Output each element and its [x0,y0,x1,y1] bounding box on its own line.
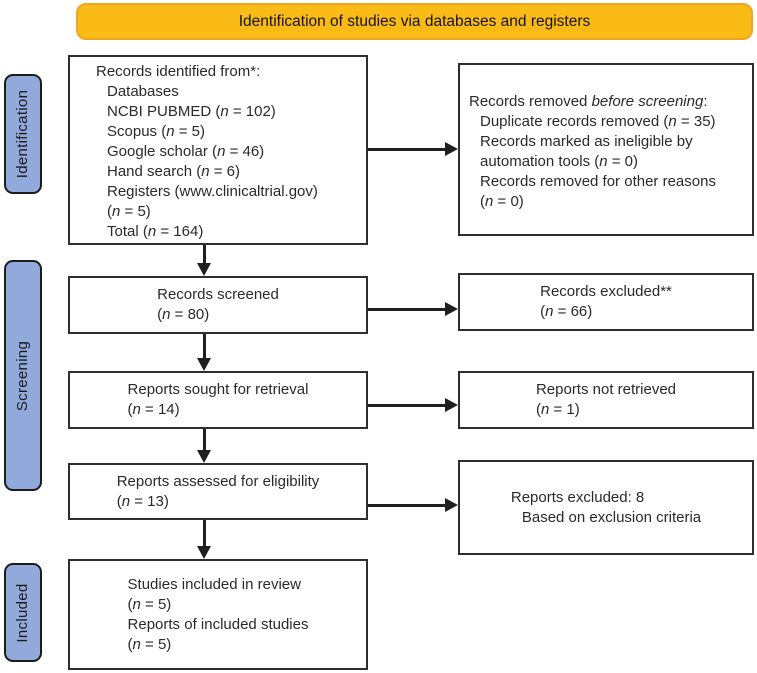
arrow-line [203,429,206,451]
box-line: Reports sought for retrieval [127,381,309,398]
stage-identification: Identification [4,74,42,194]
banner-title: Identification of studies via databases … [76,3,753,40]
box-line: automation tools (n = 0) [480,153,639,170]
box-line: Based on exclusion criteria [521,508,702,526]
arrow-line [368,148,445,151]
banner-title-label: Identification of studies via databases … [238,12,591,30]
box-line: Duplicate records removed (n = 35) [480,113,716,130]
box-line: (n = 5) [127,635,172,653]
box-line: (n = 13) [116,492,169,510]
box-line: (n = 0) [480,193,524,210]
box-studies-included-text: Studies included in review (n = 5) Reports… [128,575,309,655]
arrow-head [197,358,211,371]
box-reports-assessed-text: Reports assessed for eligibility (n = 13) [117,472,320,512]
arrow-head [197,546,211,559]
box-reports-not-retrieved-text: Reports not retrieved (n = 1) [536,380,676,420]
box-line: (n = 5) [127,595,172,613]
box-line: (n = 66) [540,303,593,320]
box-reports-sought-text: Reports sought for retrieval (n = 14) [128,380,309,420]
box-line: Registers (www.clinicaltrial.gov) [107,183,318,200]
box-line: Databases [107,83,179,100]
stage-included-label: Included [14,582,31,643]
box-line: (n = 80) [157,306,210,323]
box-line: (n = 1) [535,401,580,418]
box-records-excluded-text: Records excluded** (n = 66) [540,282,672,322]
box-line: (n = 14) [127,401,180,418]
box-line: Studies included in review [127,575,301,593]
stage-identification-label: Identification [14,89,31,179]
stage-screening: Screening [4,260,42,491]
box-line: Reports assessed for eligibility [116,472,320,490]
box-line: Scopus (n = 5) [107,123,205,140]
arrow-line [368,404,445,407]
box-line: Records screened [157,286,279,303]
box-line: Records identified from*: [96,63,261,80]
box-reports-not-retrieved: Reports not retrieved (n = 1) [458,371,754,429]
box-line: Reports excluded: 8 [510,488,645,506]
box-line: Google scholar (n = 46) [107,143,265,160]
box-records-excluded: Records excluded** (n = 66) [458,273,754,331]
arrow-head [445,302,458,316]
box-records-screened: Records screened (n = 80) [68,276,368,334]
box-line: Records marked as ineligible by [480,133,693,150]
box-line: Records excluded** [540,283,672,300]
arrow-head [197,450,211,463]
box-reports-assessed: Reports assessed for eligibility (n = 13) [68,463,368,520]
box-records-removed: Records removed before screening: Duplica… [458,63,754,236]
box-studies-included: Studies included in review (n = 5) Reports… [68,559,368,670]
box-line: (n = 5) [107,203,151,220]
arrow-head [445,142,458,156]
box-line: Reports not retrieved [535,381,677,398]
stage-screening-label: Screening [14,340,31,411]
arrow-line [368,308,445,311]
arrow-line [203,245,206,264]
arrow-head [197,263,211,276]
box-line: Records removed before screening: [469,93,708,110]
arrow-head [445,398,458,412]
box-line: NCBI PUBMED (n = 102) [107,103,276,120]
box-line: Hand search (n = 6) [107,163,240,180]
box-line: Records removed for other reasons [480,173,716,190]
box-records-screened-text: Records screened (n = 80) [157,285,279,325]
box-reports-excluded: Reports excluded: 8 Based on exclusion cr… [458,460,754,555]
stage-included: Included [4,563,42,662]
arrow-line [203,520,206,547]
arrow-line [368,504,445,507]
box-line: Total (n = 164) [107,223,204,240]
box-line: Reports of included studies [127,615,309,633]
arrow-head [445,498,458,512]
arrow-line [203,334,206,359]
box-reports-sought: Reports sought for retrieval (n = 14) [68,371,368,429]
box-reports-excluded-text: Reports excluded: 8 Based on exclusion cr… [511,488,701,528]
